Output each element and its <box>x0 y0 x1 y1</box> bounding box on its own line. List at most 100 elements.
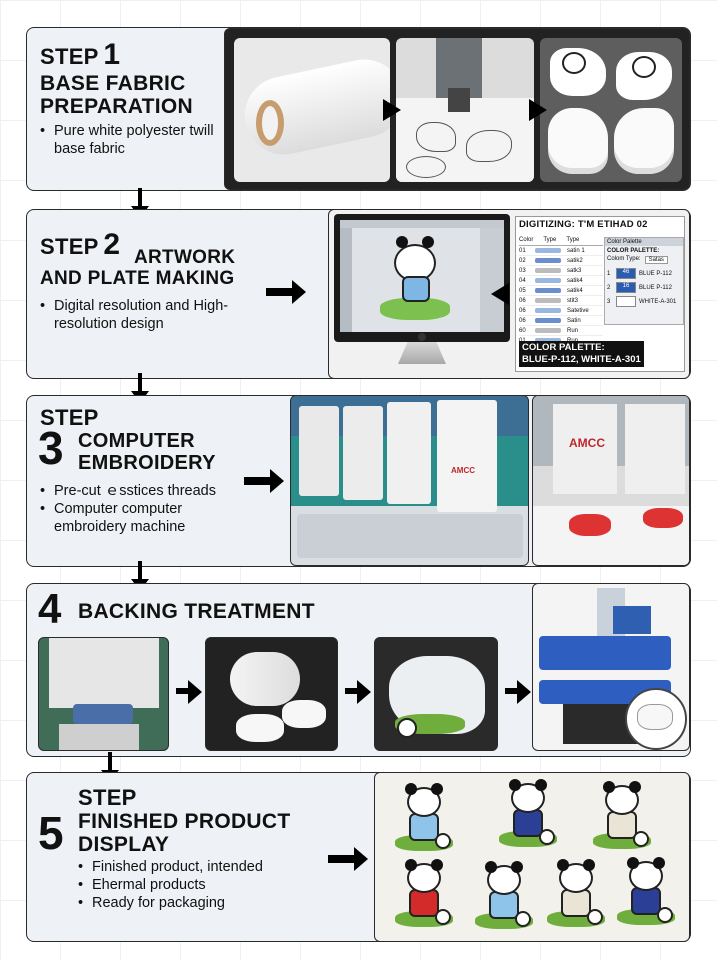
color-swatch: 16 <box>616 282 636 293</box>
step-5-number: 5 <box>38 807 64 859</box>
palette-heading: COLOR PALETTE: <box>607 248 660 254</box>
arrow-left-icon <box>491 283 509 305</box>
caption-line-2: BLUE-P-112, WHITE-A-301 <box>522 354 641 365</box>
palette-number: 3 <box>607 298 611 305</box>
list-item: Digital resolution and High-resolution d… <box>40 297 240 333</box>
caption-line-1: COLOR PALETTE: <box>522 342 605 353</box>
step-5-word: STEP <box>78 785 137 810</box>
cell-color: 02 <box>519 257 526 264</box>
step-2-title-line2: AND PLATE MAKING <box>40 268 235 289</box>
cell-type: satin 1 <box>567 247 585 254</box>
embroidery-closeup-photo: AMCC <box>532 395 690 566</box>
step-5-title-line1: FINISHED PRODUCT <box>78 810 291 833</box>
panda-patch <box>589 781 655 853</box>
cutting-machine-image <box>396 38 534 182</box>
panda-patch <box>613 857 679 929</box>
table-row[interactable]: 06 stit3 <box>519 296 603 306</box>
arrow-right-icon <box>345 680 371 704</box>
panda-patch <box>471 861 537 933</box>
step-5-bullets: Finished product, intended Ehermal produ… <box>78 858 298 912</box>
step-5-title: FINISHED PRODUCT DISPLAY <box>78 810 290 856</box>
backing-machine-photo <box>38 637 169 751</box>
stitch-swatch <box>535 268 561 273</box>
cell-type: Satetive <box>567 307 589 314</box>
arrow-down-icon <box>131 561 149 591</box>
step-5-title-line2: DISPLAY <box>78 833 170 856</box>
step-1-heading: STEP 1 <box>40 38 120 72</box>
palette-number: 2 <box>607 284 611 291</box>
list-item: Computer computer embroidery machine <box>40 500 240 536</box>
step-3-number: 3 <box>38 422 64 474</box>
list-item: Pure white polyester twill base fabric <box>40 122 230 158</box>
arrow-down-icon <box>131 373 149 403</box>
list-item: Ready for packaging <box>78 894 298 912</box>
step-2-bullets: Digital resolution and High-resolution d… <box>40 297 240 333</box>
palette-caption: COLOR PALETTE: BLUE-P-112, WHITE-A-301 <box>519 341 644 367</box>
color-swatch <box>616 296 636 307</box>
arrow-right-icon <box>328 847 368 871</box>
step-1-title-line2: PREPARATION <box>40 95 194 118</box>
palette-window: Color Palette COLOR PALETTE: Colom Type:… <box>604 237 684 325</box>
palette-number: 1 <box>607 270 611 277</box>
stitch-swatch <box>535 308 561 313</box>
cell-type: stit3 <box>567 297 579 304</box>
arrow-right-icon <box>529 99 547 121</box>
monitor-stand <box>398 342 446 364</box>
colour-type-select[interactable]: Satas <box>644 256 668 264</box>
arrow-right-icon <box>176 680 202 704</box>
stitch-swatch <box>535 288 561 293</box>
palette-color-name: BLUE P-112 <box>639 284 672 291</box>
arrow-right-icon <box>244 469 284 493</box>
colour-type-label: Colom Type: <box>607 256 641 262</box>
stitch-swatch <box>535 258 561 263</box>
step-4-title: BACKING TREATMENT <box>78 600 315 623</box>
heat-press-photo <box>532 583 690 751</box>
cell-color: 01 <box>519 338 529 344</box>
backing-film-photo <box>205 637 338 751</box>
embroidery-machines-photo: AMCC <box>290 395 529 566</box>
cut-fabric-stack-image <box>540 38 682 182</box>
step-3-title-line1: COMPUTER <box>78 430 195 452</box>
table-row[interactable]: 05 satik4 <box>519 286 603 296</box>
step-1-number: 1 <box>103 38 121 71</box>
color-swatch: 46 <box>616 268 636 279</box>
digitizing-title: DIGITIZING: T'M ETIHAD 02 <box>519 219 648 230</box>
cell-color: 06 <box>519 297 526 304</box>
panda-patch <box>495 779 561 851</box>
cell-type: satik4 <box>567 287 583 294</box>
step-2-title-line1: ARTWORK <box>134 247 236 268</box>
stitch-swatch <box>535 248 561 253</box>
step-1-photo-strip <box>224 28 690 190</box>
cell-type: Run <box>567 327 579 334</box>
list-item: Finished product, intended <box>78 858 298 876</box>
list-item: Pre-cut ｅsstices threads <box>40 482 240 500</box>
stitch-swatch <box>535 328 561 333</box>
step-3-title-line2: EMBROIDERY <box>78 452 216 474</box>
arrow-right-icon <box>505 680 531 704</box>
arrow-down-icon <box>101 752 119 782</box>
step-3-word: STEP <box>40 405 99 430</box>
monitor-screen <box>340 220 504 332</box>
palette-window-title: Color Palette <box>605 238 683 246</box>
list-item: Ehermal products <box>78 876 298 894</box>
arrow-right-icon <box>266 280 306 304</box>
step-2-heading: STEP 2 <box>40 228 120 262</box>
stitch-swatch <box>535 278 561 283</box>
step-4-number: 4 <box>38 585 62 632</box>
step-1-title-line1: BASE FABRIC <box>40 72 186 95</box>
stitch-swatch <box>535 318 561 323</box>
cell-color: 05 <box>519 287 526 294</box>
palette-color-name: BLUE P-112 <box>639 270 672 277</box>
stitch-swatch <box>535 298 561 303</box>
